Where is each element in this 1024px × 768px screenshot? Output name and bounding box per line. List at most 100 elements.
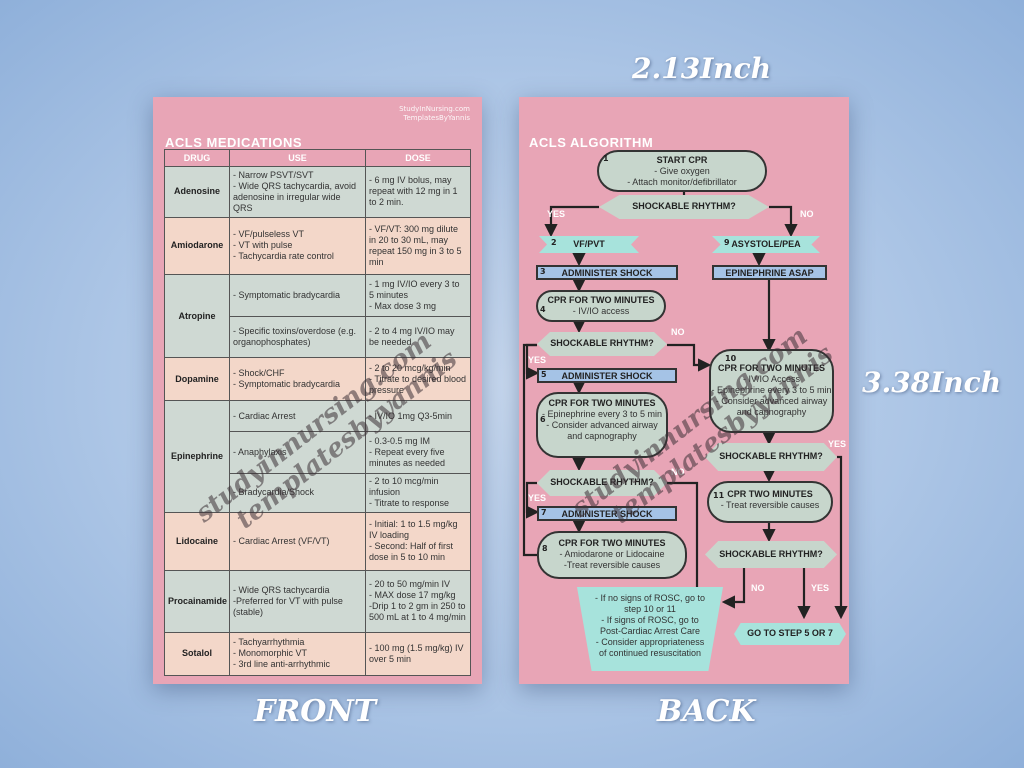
- dose-line: - 0.3-0.5 mg IM: [369, 435, 431, 446]
- use-cell: - VF/pulseless VT- VT with pulse- Tachyc…: [229, 216, 366, 276]
- drug-name-cell: Atropine: [164, 274, 230, 358]
- use-line: - Tachycardia rate control: [233, 251, 334, 262]
- use-line: - Specific toxins/overdose (e.g. organop…: [233, 325, 357, 347]
- use-line: - Tachyarrhythmia: [233, 637, 305, 648]
- rosc-line-2: - If signs of ROSC, go to Post-Cardiac A…: [599, 615, 701, 636]
- use-cell: - Cardiac Arrest: [229, 400, 366, 433]
- cpr4-title: CPR FOR TWO MINUTES: [547, 295, 655, 305]
- dose-line: - 100 mg (1.5 mg/kg) IV over 5 min: [369, 642, 464, 664]
- label-no-2: NO: [671, 327, 685, 337]
- drug-name-cell: Procainamide: [164, 569, 230, 633]
- label-yes-1: YES: [547, 209, 566, 219]
- dose-cell: - 0.3-0.5 mg IM- Repeat every five minut…: [365, 431, 471, 474]
- decision-shockable-4: SHOCKABLE RHYTHM?: [705, 443, 837, 471]
- medication-table-body: Adenosine- Narrow PSVT/SVT- Wide QRS tac…: [164, 166, 471, 677]
- step-number: 9: [724, 238, 730, 247]
- table-row: Lidocaine- Cardiac Arrest (VF/VT)- Initi…: [164, 511, 471, 571]
- table-row: Dopamine- Shock/CHF- Symptomatic bradyca…: [164, 356, 471, 402]
- node-administer-shock-5: ADMINISTER SHOCK: [537, 368, 677, 383]
- dose-cell: - 2 to 4 mg IV/IO may be needed: [365, 315, 471, 358]
- cpr10-line-2: - Epinephrine every 3 to 5 min: [711, 385, 832, 395]
- dose-line: - 2 to 4 mg IV/IO may be needed: [369, 325, 455, 347]
- node-cpr-8: CPR FOR TWO MINUTES - Amiodarone or Lido…: [537, 531, 687, 579]
- drug-name-cell: Amiodarone: [164, 216, 230, 276]
- cpr6-title: CPR FOR TWO MINUTES: [548, 398, 656, 408]
- connector-no-asys: [769, 205, 798, 238]
- step-number: 3: [540, 267, 546, 276]
- node-vf-pvt: VF/PVT: [539, 236, 639, 253]
- height-dimension-label: 3.38Inch: [862, 366, 1002, 399]
- node-start-cpr: START CPR - Give oxygen - Attach monitor…: [597, 150, 767, 192]
- dose-line: - 6 mg IV bolus, may repeat with 12 mg i…: [369, 175, 458, 208]
- decision-shockable-2: SHOCKABLE RHYTHM?: [537, 332, 667, 356]
- label-yes-3: YES: [528, 493, 547, 503]
- dose-line: - VF/VT: 300 mg dilute in 20 to 30 mL, m…: [369, 223, 462, 267]
- label-yes-4: YES: [828, 439, 847, 449]
- header-use: USE: [229, 149, 366, 167]
- step-number: 2: [551, 238, 557, 247]
- dose-line: - 2 to 10 mcg/min infusion: [369, 476, 439, 498]
- use-cell: - Narrow PSVT/SVT- Wide QRS tachycardia,…: [229, 166, 366, 218]
- cpr11-title: CPR TWO MINUTES: [727, 489, 813, 499]
- start-title: START CPR: [656, 155, 708, 165]
- dose-cell: - 2 to 20 mcg/kg/min- Titrate to desired…: [365, 356, 471, 402]
- use-line: - Wide QRS tachycardia: [233, 584, 330, 595]
- use-cell: - Anaphylaxis: [229, 431, 366, 474]
- dose-line: - Titrate to desired blood pressure: [369, 373, 467, 395]
- dose-line: - 20 to 50 mg/min IV: [369, 579, 451, 590]
- step-number: 5: [541, 370, 547, 379]
- step-number: 6: [540, 415, 546, 424]
- dose-cell: - 100 mg (1.5 mg/kg) IV over 5 min: [365, 631, 471, 677]
- vf-label: VF/PVT: [573, 239, 605, 249]
- use-line: - Bradycardia/Shock: [233, 487, 315, 498]
- use-cell: - Specific toxins/overdose (e.g. organop…: [229, 315, 366, 358]
- dose-cell: - IV/IO 1mg Q3-5min: [365, 400, 471, 433]
- node-cpr-4: CPR FOR TWO MINUTES - IV/IO access: [536, 290, 666, 322]
- label-no-3: NO: [671, 467, 685, 477]
- width-dimension-label: 2.13Inch: [632, 52, 772, 85]
- node-epinephrine-asap: EPINEPHRINE ASAP: [712, 265, 827, 280]
- start-line-2: - Attach monitor/defibrillator: [627, 177, 737, 187]
- dose-cell: - 6 mg IV bolus, may repeat with 12 mg i…: [365, 166, 471, 218]
- drug-name-cell: Epinephrine: [164, 400, 230, 513]
- node-cpr-10: CPR FOR TWO MINUTES - IV/IO Access - Epi…: [709, 349, 834, 433]
- dose-line: - Repeat every five minutes as needed: [369, 446, 446, 468]
- use-cell: - Bradycardia/Shock: [229, 472, 366, 513]
- front-card: StudyInNursing.com TemplatesByYannis ACL…: [153, 97, 482, 684]
- node-administer-shock-3: ADMINISTER SHOCK: [536, 265, 678, 280]
- connector-shock4-yes: [834, 455, 848, 620]
- table-header-row: DRUG USE DOSE: [164, 149, 471, 167]
- node-administer-shock-7: ADMINISTER SHOCK: [537, 506, 677, 521]
- connector-cpr8-loop: [522, 343, 541, 557]
- cpr4-line-1: - IV/IO access: [572, 306, 630, 316]
- cpr10-title: CPR FOR TWO MINUTES: [718, 363, 825, 373]
- table-row: Atropine- Symptomatic bradycardia- 1 mg …: [164, 274, 471, 358]
- cpr10-line-3: - Consider advanced airway and capnograp…: [715, 396, 828, 417]
- use-line: - VT with pulse: [233, 240, 293, 251]
- use-line: - 3rd line anti-arrhythmic: [233, 659, 331, 670]
- use-line: - Anaphylaxis: [233, 446, 287, 457]
- cpr6-line-1: - Epinephrine every 3 to 5 min: [541, 409, 663, 419]
- dose-line: -Drip 1 to 2 gm in 250 to 500 mL at 1 to…: [369, 601, 466, 623]
- node-cpr-6: CPR FOR TWO MINUTES - Epinephrine every …: [536, 392, 668, 458]
- table-row: - Bradycardia/Shock - 2 to 10 mcg/min inf…: [165, 472, 471, 513]
- cpr8-title: CPR FOR TWO MINUTES: [558, 538, 666, 548]
- cpr11-line-1: - Treat reversible causes: [720, 500, 820, 510]
- header-drug: DRUG: [164, 149, 230, 167]
- dose-line: - Initial: 1 to 1.5 mg/kg IV loading: [369, 519, 458, 541]
- step-number: 4: [540, 305, 546, 314]
- use-line: - Cardiac Arrest: [233, 410, 296, 421]
- table-row: Adenosine- Narrow PSVT/SVT- Wide QRS tac…: [164, 166, 471, 218]
- table-row: Epinephrine- Cardiac Arrest - IV/IO 1mg Q…: [164, 400, 471, 513]
- dose-line: - MAX dose 17 mg/kg: [369, 590, 456, 601]
- cpr10-line-1: - IV/IO Access: [742, 374, 800, 384]
- dose-cell: - VF/VT: 300 mg dilute in 20 to 30 mL, m…: [365, 216, 471, 276]
- connector-shock2-no: [667, 343, 712, 372]
- shock3-label: ADMINISTER SHOCK: [561, 268, 653, 278]
- cpr6-line-2: - Consider advanced airway and capnograp…: [546, 420, 658, 441]
- use-cell: - Tachyarrhythmia- Monomorphic VT- 3rd l…: [229, 631, 366, 677]
- label-yes-2: YES: [528, 355, 547, 365]
- back-footer-label: BACK: [657, 694, 756, 729]
- dose-line: - IV/IO 1mg Q3-5min: [369, 410, 453, 421]
- back-title: ACLS ALGORITHM: [529, 135, 654, 150]
